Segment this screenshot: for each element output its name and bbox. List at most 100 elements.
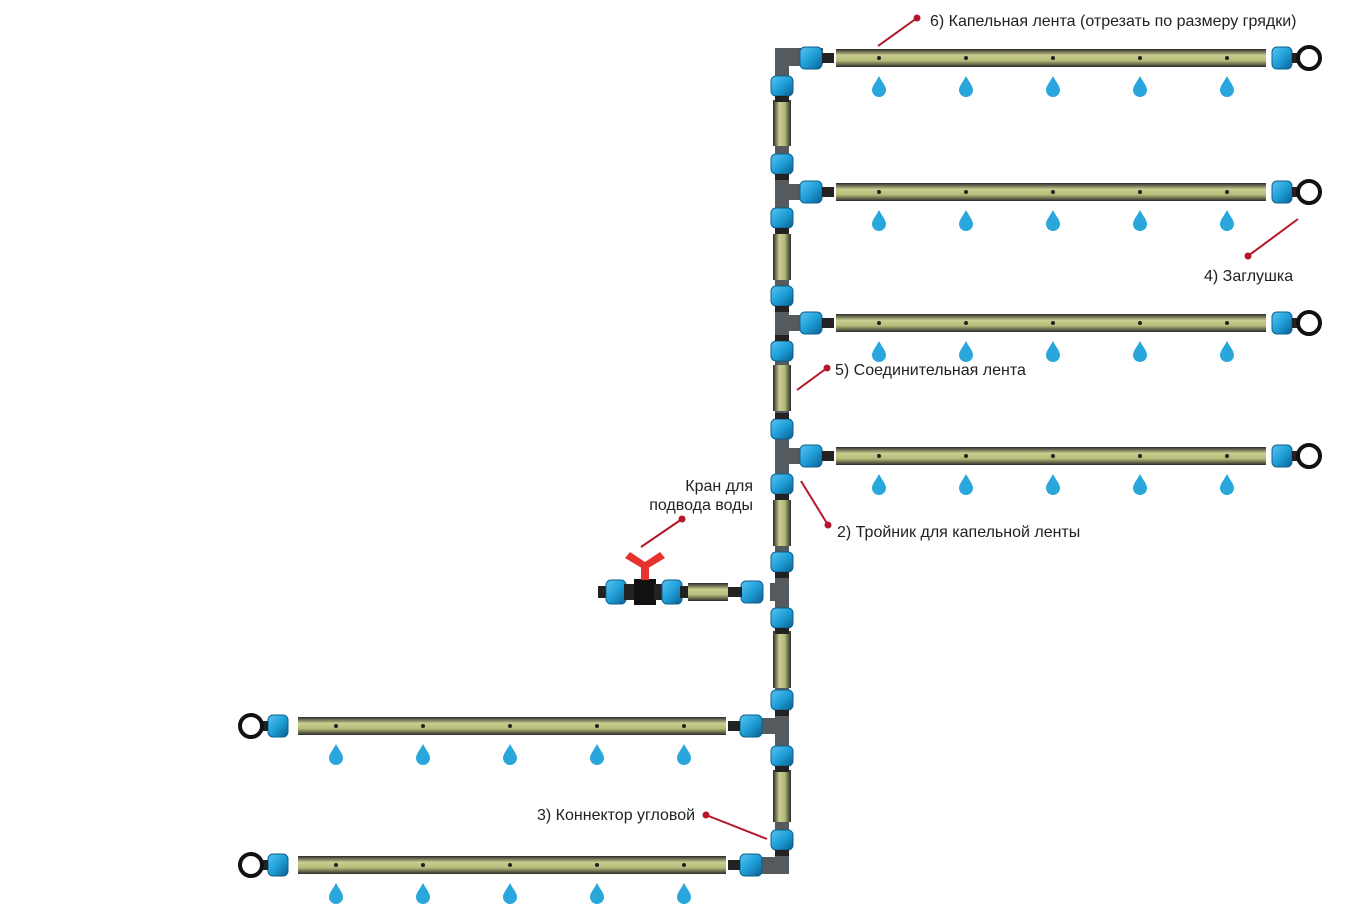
trunk-nut	[770, 829, 794, 851]
water-drop-icon	[959, 210, 973, 231]
tee-fitting-icon	[760, 718, 782, 734]
water-drop-icon	[1220, 474, 1234, 495]
trunk-nut	[770, 689, 794, 711]
trunk-nut	[770, 745, 794, 767]
tape-group	[298, 49, 1266, 874]
tee-fitting-icon	[760, 857, 782, 873]
emitter-hole	[1225, 454, 1229, 458]
tee-fitting-icon	[782, 184, 802, 200]
emitter-hole	[964, 454, 968, 458]
tee-neck	[728, 860, 740, 870]
leader-connecting-tape	[796, 364, 831, 391]
tee-neck	[822, 187, 834, 197]
tee-nut	[739, 853, 763, 877]
nut-thread	[775, 335, 789, 341]
water-drop-icon	[329, 744, 343, 765]
plug-neck	[262, 721, 268, 731]
plug-nut	[267, 714, 289, 738]
trunk-nut	[770, 340, 794, 362]
plug-nut	[1271, 46, 1293, 70]
label-valve-line2: подвода воды	[649, 497, 753, 514]
leader-lines	[640, 14, 1299, 840]
tee-nut	[739, 714, 763, 738]
water-drop-icon	[1046, 474, 1060, 495]
ball-valve-icon	[598, 552, 688, 605]
end-plug-icon	[1296, 179, 1322, 205]
trunk-nut	[770, 607, 794, 629]
nut-thread	[775, 710, 789, 716]
drop-group	[329, 76, 1234, 904]
water-drop-icon	[503, 883, 517, 904]
water-drop-icon	[872, 210, 886, 231]
water-drop-icon	[503, 744, 517, 765]
emitter-hole	[508, 724, 512, 728]
emitter-hole	[508, 863, 512, 867]
emitter-hole	[1051, 56, 1055, 60]
tee-fitting-icon	[782, 315, 802, 331]
emitter-hole	[334, 724, 338, 728]
trunk-nut	[770, 473, 794, 495]
water-drop-icon	[872, 474, 886, 495]
water-drop-icon	[959, 341, 973, 362]
emitter-hole	[1138, 454, 1142, 458]
water-drop-icon	[872, 76, 886, 97]
tee-fitting-icon	[782, 448, 802, 464]
water-drop-icon	[590, 883, 604, 904]
label-valve-line1: Кран для	[685, 478, 753, 495]
trunk-nut	[770, 153, 794, 175]
tee-fitting-icon	[782, 50, 802, 66]
leader-tee	[800, 480, 832, 529]
plug-neck	[262, 860, 268, 870]
connecting-tape	[773, 234, 791, 280]
plug-neck	[1292, 187, 1298, 197]
emitter-hole	[1138, 56, 1142, 60]
nut-thread	[775, 850, 789, 856]
tee-neck	[728, 587, 742, 597]
connecting-tape	[773, 631, 791, 688]
trunk-nut	[770, 207, 794, 229]
connecting-tape	[773, 100, 791, 146]
water-drop-icon	[959, 76, 973, 97]
nut-thread	[775, 413, 789, 419]
end-plug-icon	[1296, 443, 1322, 469]
water-drop-icon	[1133, 341, 1147, 362]
leader-corner-connector	[702, 811, 768, 840]
emitter-hole	[595, 863, 599, 867]
plug-group	[238, 45, 1322, 878]
connecting-tape	[773, 365, 791, 411]
emitter-hole	[1051, 321, 1055, 325]
emitter-hole	[877, 321, 881, 325]
emitter-hole	[877, 454, 881, 458]
tee-neck	[822, 318, 834, 328]
emitter-hole	[964, 321, 968, 325]
end-plug-icon	[238, 852, 264, 878]
water-drop-icon	[416, 744, 430, 765]
tee-nut	[799, 46, 823, 70]
emitter-hole	[1051, 190, 1055, 194]
tee-fitting-icon	[770, 583, 784, 601]
plug-nut	[1271, 444, 1293, 468]
end-plug-icon	[238, 713, 264, 739]
emitter-hole	[595, 724, 599, 728]
tee-nut	[799, 311, 823, 335]
plug-neck	[1292, 318, 1298, 328]
water-drop-icon	[1133, 210, 1147, 231]
water-drop-icon	[590, 744, 604, 765]
emitter-hole	[1138, 321, 1142, 325]
tee-neck	[822, 451, 834, 461]
tee-nut	[799, 180, 823, 204]
trunk-nut	[770, 418, 794, 440]
plug-nut	[267, 853, 289, 877]
tee-neck	[822, 53, 834, 63]
emitter-hole	[682, 724, 686, 728]
water-drop-icon	[329, 883, 343, 904]
water-drop-icon	[1046, 341, 1060, 362]
trunk-nut	[770, 75, 794, 97]
water-drop-icon	[1046, 210, 1060, 231]
emitter-hole	[964, 190, 968, 194]
label-drip-tape: 6) Капельная лента (отрезать по размеру …	[930, 13, 1296, 30]
nut-thread	[775, 572, 789, 578]
plug-neck	[1292, 53, 1298, 63]
water-drop-icon	[872, 341, 886, 362]
